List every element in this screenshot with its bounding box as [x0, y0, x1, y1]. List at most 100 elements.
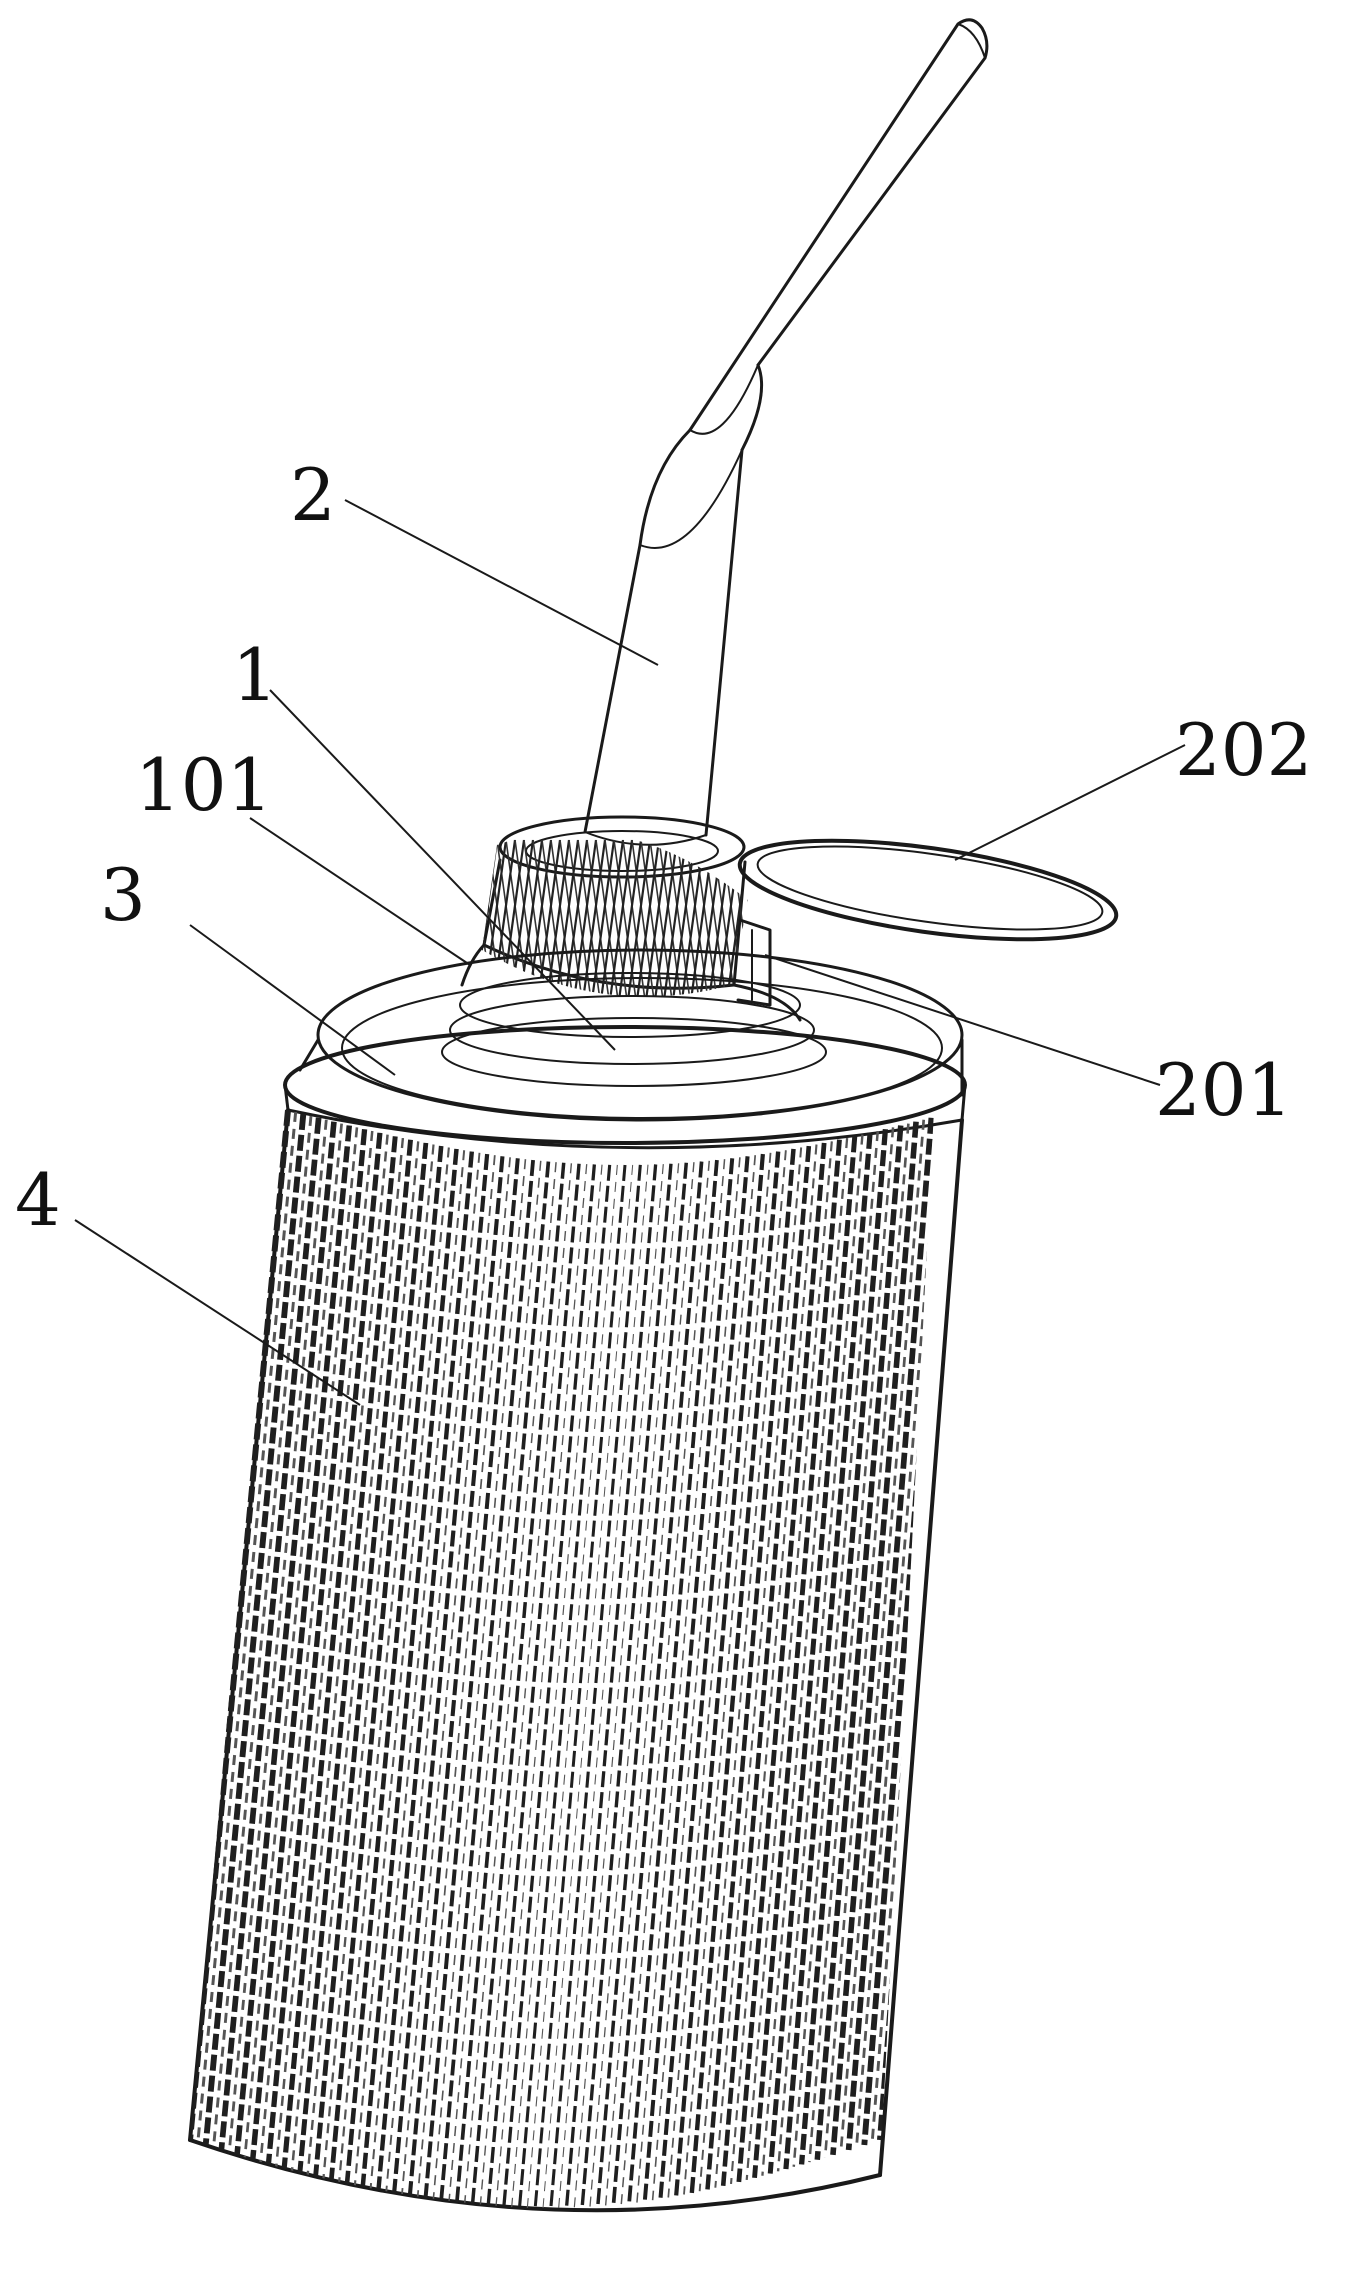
leader-4 [74, 1219, 361, 1406]
bottle-rib-minor [353, 1147, 450, 2188]
bottle-rib-minor [495, 1164, 588, 2209]
leader-2 [344, 499, 659, 666]
bottle-rib-minor [479, 1163, 573, 2208]
bottle-rib-minor [369, 1150, 466, 2192]
label-1: 1 [232, 633, 278, 717]
bottle-rib [689, 1151, 781, 2194]
cap-knurl [604, 839, 628, 997]
cap-knurl [640, 839, 664, 997]
bottle-rib [783, 1132, 873, 2170]
bottle-rib-minor [823, 1123, 910, 2158]
bottle-rib [234, 1121, 337, 2156]
bottle-rib-minor [259, 1127, 359, 2163]
bottle-rib-minor [839, 1119, 926, 2153]
cap-knurl [491, 839, 517, 997]
leader-lines [74, 499, 1186, 1406]
bottle-rib-minor [714, 1147, 803, 2188]
bottle-rib [845, 1117, 935, 2151]
bottle-rib [391, 1153, 490, 2197]
bottle-rib-minor [808, 1127, 895, 2163]
cap-knurl [617, 839, 643, 997]
bottle-rib [595, 1162, 689, 2208]
cap-knurl [457, 840, 479, 1000]
cap-knurl [653, 839, 679, 997]
bottle-rib [218, 1117, 322, 2151]
bottle-rib [642, 1158, 735, 2202]
bottle-rib-minor [290, 1134, 389, 2172]
bottle-rib [328, 1142, 429, 2183]
bottle-rib [344, 1145, 444, 2187]
leader-1 [269, 689, 616, 1051]
bottle-rib-minor [337, 1144, 435, 2185]
bottle-rib [752, 1139, 842, 2179]
bottle-rib [249, 1125, 353, 2160]
bottle-rib-minor [761, 1137, 849, 2176]
bottle-rib [658, 1156, 750, 2200]
bottle-rib-minor [870, 1111, 935, 2143]
neck-thread [441, 943, 827, 1087]
bottle-rib-minor [196, 1111, 298, 2143]
label-101: 101 [135, 743, 272, 827]
leader-101 [249, 817, 471, 966]
cap-knurl [608, 839, 634, 997]
bottle-rib [190, 1109, 291, 2141]
cap-knurl [595, 839, 619, 997]
cap-knurl [496, 839, 520, 997]
bottle-rib [767, 1136, 858, 2174]
bottle-rib-minor [416, 1157, 511, 2201]
bottle-rib-minor [542, 1164, 634, 2210]
cap-knurl [482, 839, 499, 997]
cap-knurl [599, 839, 625, 997]
bottle-rib-minor [683, 1152, 772, 2195]
bottle-rib-minor [792, 1130, 879, 2167]
bottle-rib [265, 1128, 368, 2165]
cap-knurl [581, 839, 607, 997]
bottle-rib [627, 1159, 719, 2204]
bottle-rib [611, 1161, 704, 2206]
leader-202 [954, 744, 1186, 861]
bottle-rib [705, 1148, 796, 2190]
cap-knurl [482, 839, 490, 997]
bottle-rib-minor [729, 1144, 818, 2185]
bottle-rib [549, 1164, 642, 2210]
cap-knurl [590, 839, 616, 997]
bottle-rib-minor [620, 1160, 710, 2205]
bottle-rib [736, 1142, 827, 2183]
bottle-rib [674, 1153, 765, 2197]
cap-knurl [572, 839, 598, 997]
bottle-rib-minor [636, 1159, 726, 2203]
bottle-rib [564, 1164, 658, 2210]
bottle-rib [423, 1158, 520, 2202]
bottle-rib [297, 1136, 398, 2174]
bottle-rib [501, 1164, 597, 2210]
cap-knurl [563, 839, 589, 997]
cap-knurl [613, 839, 637, 997]
bottle-rib-minor [604, 1162, 695, 2207]
bottle-rib [580, 1163, 673, 2209]
bottle-rib [814, 1125, 904, 2160]
cap-knurl [658, 839, 682, 997]
cap-knurl [622, 839, 646, 997]
cap-knurl [626, 839, 652, 997]
cap-knurl [667, 839, 691, 997]
bottle-body [188, 1108, 964, 2213]
bottle-rib-minor [400, 1155, 496, 2198]
bottle-rib-minor [667, 1155, 757, 2198]
spout-tube [583, 18, 989, 846]
bottle-rim [283, 1025, 967, 1150]
bottle-rib [202, 1113, 307, 2146]
bottle-rib-minor [227, 1119, 328, 2153]
cap-knurl [577, 839, 601, 997]
leader-201 [764, 954, 1161, 1086]
bottle-rib-minor [212, 1115, 313, 2148]
bottle-rib [454, 1161, 551, 2206]
bottle-rib-minor [243, 1123, 343, 2158]
bottle-rib-minor [526, 1164, 618, 2211]
label-2: 2 [290, 453, 336, 537]
leader-3 [189, 924, 396, 1076]
bottle-rib-minor [448, 1160, 542, 2205]
shoulder-disk [298, 948, 964, 1122]
bottle-rib-minor [573, 1164, 664, 2209]
bottle-rib-minor [651, 1157, 741, 2201]
